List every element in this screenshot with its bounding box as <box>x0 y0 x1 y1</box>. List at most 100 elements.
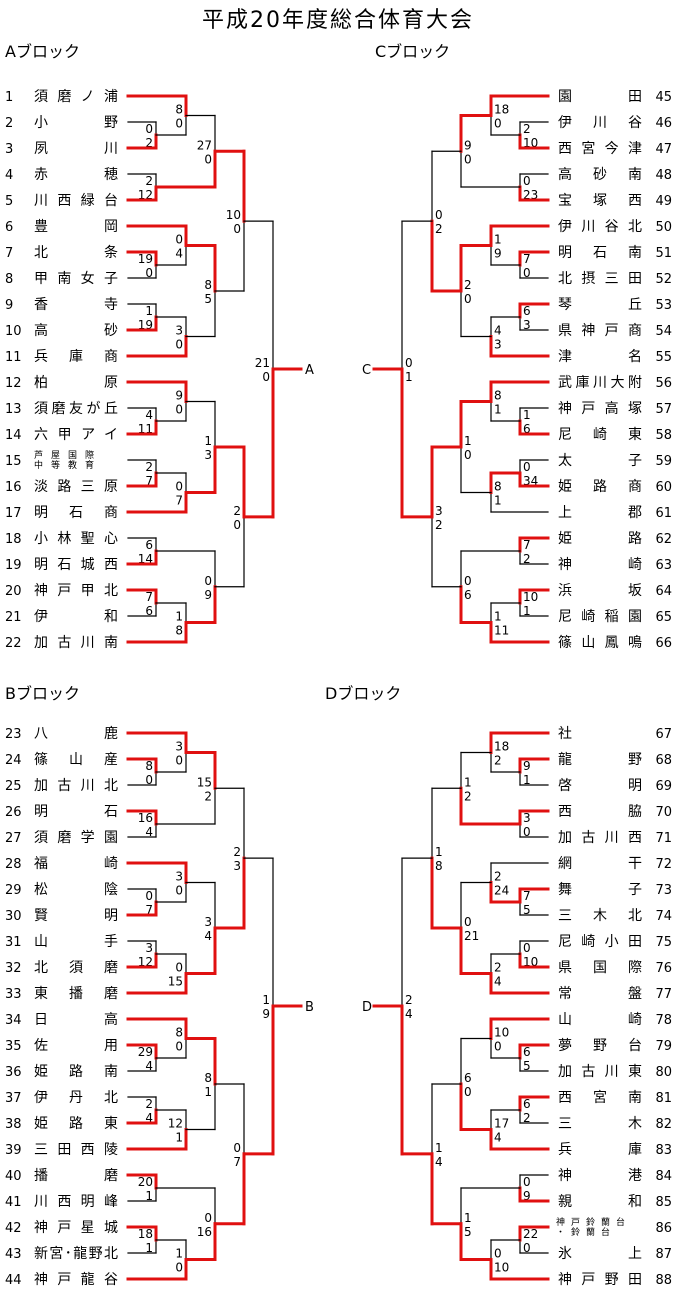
team-name: 津名 <box>558 349 642 365</box>
team-number: 84 <box>655 1169 672 1184</box>
team-number: 10 <box>5 324 22 339</box>
score: 4 <box>145 1111 153 1125</box>
team-name: 氷上 <box>558 1246 642 1262</box>
team-name: 加古川南 <box>34 635 118 651</box>
score: 2 <box>145 1097 153 1111</box>
score: 2 <box>523 1111 531 1125</box>
team-name: 伊丹北 <box>34 1090 118 1106</box>
team-name: 須磨学園 <box>34 830 118 846</box>
score: 3 <box>435 504 443 518</box>
team-name: 明石南 <box>558 245 642 261</box>
score: 1 <box>145 1189 153 1203</box>
team-number: 50 <box>655 220 672 235</box>
final-label: A <box>305 363 314 378</box>
team-number: 27 <box>5 831 22 846</box>
team-name: 啓明 <box>558 778 642 794</box>
score: 0 <box>494 1247 502 1261</box>
team-number: 34 <box>5 1013 22 1028</box>
score: 1 <box>145 1241 153 1255</box>
team-name: 兵庫 <box>558 1141 642 1158</box>
team-number: 7 <box>5 246 13 261</box>
team-number: 55 <box>655 350 672 365</box>
score: 9 <box>464 138 472 152</box>
score: 1 <box>262 993 270 1007</box>
score: 27 <box>197 138 212 152</box>
score: 1 <box>435 845 443 859</box>
score: 2 <box>494 961 502 975</box>
team-number: 81 <box>655 1091 672 1106</box>
team-number: 54 <box>655 324 672 339</box>
score: 0 <box>145 773 153 787</box>
team-entry: 55 津名 <box>558 349 672 365</box>
score: 12 <box>168 1117 183 1131</box>
score: 3 <box>204 448 212 462</box>
score: 1 <box>405 370 413 384</box>
team-number: 29 <box>5 883 22 898</box>
team-number: 17 <box>5 506 22 521</box>
team-name: 高砂 <box>34 322 118 339</box>
score: 0 <box>523 266 531 280</box>
score: 2 <box>464 278 472 292</box>
score: 1 <box>145 304 153 318</box>
score: 2 <box>523 122 531 136</box>
score: 7 <box>145 590 153 604</box>
score: 16 <box>197 1225 212 1239</box>
score: 7 <box>233 1155 241 1169</box>
final-label: C <box>362 363 371 378</box>
score: 29 <box>138 1045 153 1059</box>
score: 9 <box>523 1189 531 1203</box>
score: 1 <box>523 773 531 787</box>
team-name: 伊川谷北 <box>558 219 642 235</box>
score: 8 <box>494 480 502 494</box>
score: 1 <box>175 1131 183 1145</box>
team-name: 西宮南 <box>558 1090 642 1106</box>
score: 0 <box>175 884 183 898</box>
team-number: 20 <box>5 584 22 599</box>
block-label: Bブロック <box>5 684 80 703</box>
team-name: 西脇 <box>558 804 642 820</box>
team-number: 72 <box>655 857 672 872</box>
score: 2 <box>145 136 153 150</box>
team-name: 夙川 <box>34 141 118 157</box>
team-name: 武庫川大附 <box>558 374 642 391</box>
score: 11 <box>494 624 509 638</box>
score: 0 <box>262 370 270 384</box>
score: 7 <box>523 889 531 903</box>
score: 24 <box>494 884 509 898</box>
team-number: 22 <box>5 636 22 651</box>
team-name: 太子 <box>558 453 642 469</box>
team-name: 三木北 <box>558 908 642 924</box>
team-name: 甲南女子 <box>34 270 118 287</box>
score: 0 <box>175 480 183 494</box>
team-number: 40 <box>5 1169 22 1184</box>
score: 1 <box>494 494 502 508</box>
team-number: 48 <box>655 168 672 183</box>
score: 4 <box>175 247 183 261</box>
team-name: 福崎 <box>34 856 118 872</box>
team-name: 日高 <box>34 1011 118 1028</box>
score: 1 <box>494 233 502 247</box>
team-name: 篠山鳳鳴 <box>558 635 642 651</box>
score: 0 <box>145 266 153 280</box>
team-number: 71 <box>655 831 672 846</box>
team-name: 六甲アイ <box>34 427 118 443</box>
team-number: 83 <box>655 1143 672 1158</box>
score: 0 <box>175 1040 183 1054</box>
